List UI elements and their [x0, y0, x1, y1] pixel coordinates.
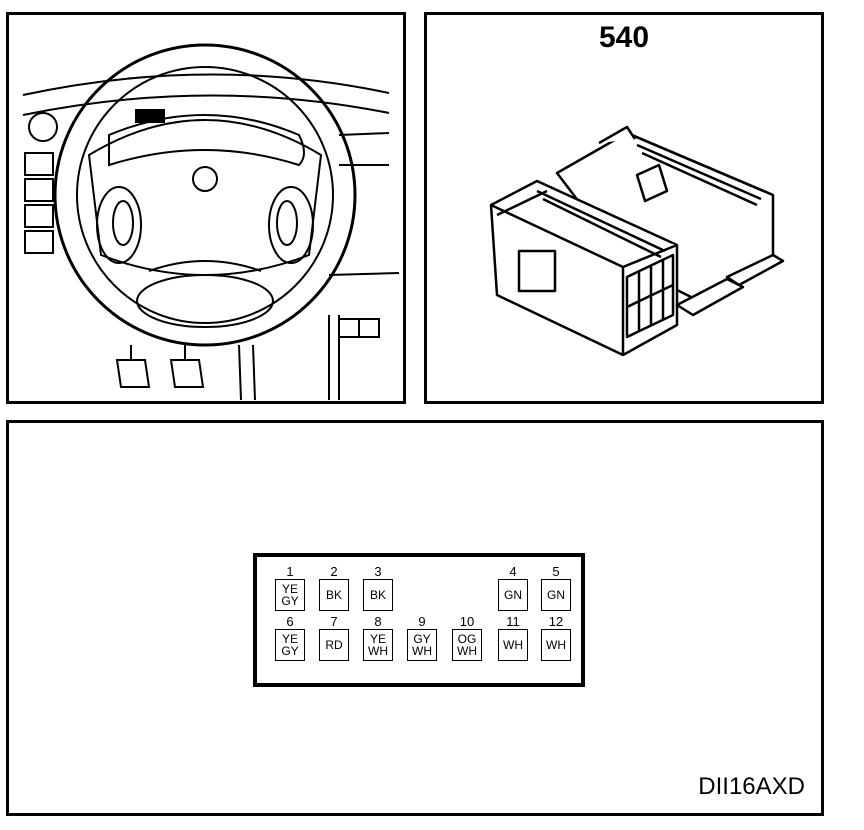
pin-number: 3 — [374, 564, 382, 579]
pin-number: 1 — [286, 564, 294, 579]
pin-5: 5 GN — [541, 565, 571, 611]
wire-color: WH — [503, 638, 523, 652]
wire-color-box: RD — [319, 629, 349, 661]
pin-9: 9 GY WH — [407, 615, 437, 661]
wire-color-box: OG WH — [452, 629, 482, 661]
pin-8: 8 YE WH — [363, 615, 393, 661]
wire-color: YE — [281, 582, 298, 596]
wire-color-box: BK — [363, 579, 393, 611]
wire-color-box: GN — [498, 579, 528, 611]
pin-7: 7 RD — [319, 615, 349, 661]
pin-number: 7 — [330, 614, 338, 629]
wire-stripe-color: WH — [457, 644, 477, 658]
pinout-panel: 1 YE GY 2 BK 3 BK 4 GN 5 — [6, 420, 824, 816]
pin-3: 3 BK — [363, 565, 393, 611]
pin-6: 6 YE GY — [275, 615, 305, 661]
pin-4: 4 GN — [498, 565, 528, 611]
wire-color: YE — [369, 632, 386, 646]
pin-number: 6 — [286, 614, 294, 629]
wire-color-box: GY WH — [407, 629, 437, 661]
connector-view-panel: 540 — [424, 12, 824, 404]
connector-isometric-illustration — [489, 125, 785, 357]
wire-stripe-color: WH — [368, 644, 388, 658]
connector-location-marker — [135, 109, 165, 123]
wire-color: BK — [325, 588, 342, 602]
pin-number: 8 — [374, 614, 382, 629]
pin-number: 4 — [509, 564, 517, 579]
wire-color-box: YE GY — [275, 629, 305, 661]
wire-color-box: YE WH — [363, 629, 393, 661]
wire-color: BK — [369, 588, 386, 602]
pin-number: 2 — [330, 564, 338, 579]
wire-color: RD — [325, 638, 343, 652]
wire-color: YE — [281, 632, 298, 646]
wire-color-box: WH — [541, 629, 571, 661]
wire-color-box: YE GY — [275, 579, 305, 611]
location-view-panel — [6, 12, 406, 404]
wire-stripe-color: GY — [281, 644, 299, 658]
connector-number: 540 — [598, 21, 650, 54]
steering-wheel-location-illustration — [22, 43, 400, 401]
pin-11: 11 WH — [498, 615, 528, 661]
wire-color: GN — [547, 588, 565, 602]
wire-color-box: WH — [498, 629, 528, 661]
wire-color: OG — [457, 632, 477, 646]
wire-color-box: BK — [319, 579, 349, 611]
pin-number: 10 — [459, 614, 475, 629]
pin-12: 12 WH — [541, 615, 571, 661]
connector-face: 1 YE GY 2 BK 3 BK 4 GN 5 — [253, 553, 585, 687]
wire-stripe-color: WH — [412, 644, 432, 658]
pin-1: 1 YE GY — [275, 565, 305, 611]
wire-stripe-color: GY — [281, 594, 299, 608]
pin-number: 9 — [418, 614, 426, 629]
wire-color-box: GN — [541, 579, 571, 611]
pin-2: 2 BK — [319, 565, 349, 611]
wire-color: GN — [504, 588, 522, 602]
figure-code: DII16AXD — [698, 773, 805, 800]
pin-number: 12 — [548, 614, 564, 629]
pin-number: 5 — [552, 564, 560, 579]
pin-number: 11 — [506, 614, 520, 629]
wire-color: GY — [413, 632, 431, 646]
pin-10: 10 OG WH — [452, 615, 482, 661]
wire-color: WH — [546, 638, 566, 652]
